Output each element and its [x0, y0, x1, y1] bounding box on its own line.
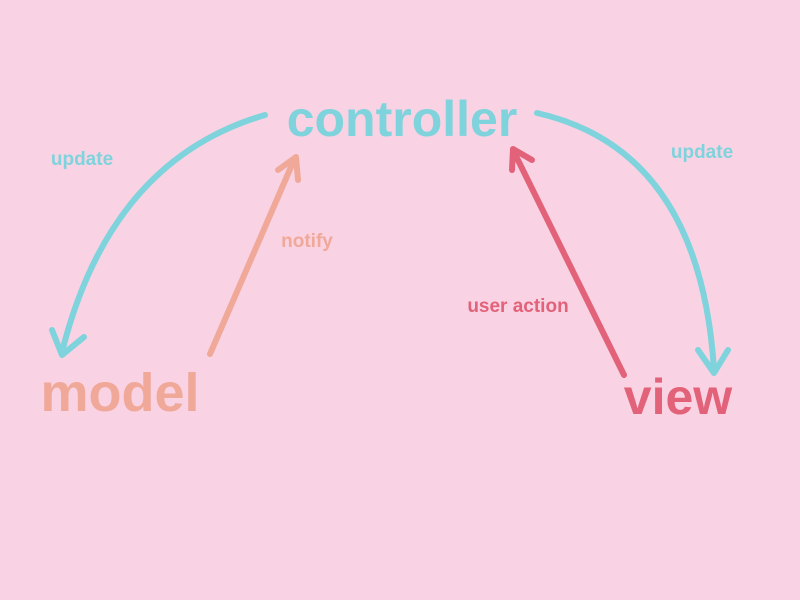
edge-notify-line: [207, 157, 297, 357]
edge-user-action-line: [510, 147, 627, 378]
edge-update-right-arrowhead: [695, 347, 731, 376]
edge-notify-label: notify: [281, 231, 333, 252]
node-model: model: [40, 363, 199, 423]
edge-notify: [207, 154, 301, 357]
edge-update-left-label: update: [51, 149, 113, 170]
edge-update-right: [534, 110, 731, 376]
edge-user-action-label: user action: [467, 296, 568, 317]
edge-update-left: [49, 112, 268, 358]
node-view: view: [624, 369, 733, 425]
edge-update-right-line: [534, 110, 717, 373]
edge-update-left-line: [59, 112, 268, 355]
edge-notify-arrowhead: [275, 154, 301, 183]
edge-user-action-arrowhead: [509, 146, 535, 173]
edge-update-left-arrowhead: [49, 327, 87, 358]
edge-user-action: [509, 146, 627, 378]
edge-update-right-label: update: [671, 142, 733, 163]
node-controller: controller: [287, 91, 518, 147]
